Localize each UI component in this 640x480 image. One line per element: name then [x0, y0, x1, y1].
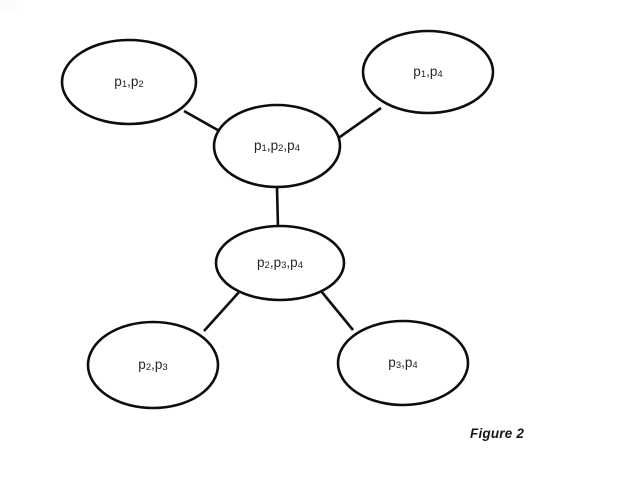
node-p2-p3-shape[interactable] [86, 320, 220, 410]
node-p2-p3-p4[interactable]: p2,p3,p4 [214, 224, 346, 302]
node-p1-p2-label: p1,p2 [114, 74, 143, 91]
corner-artifact [0, 0, 17, 13]
node-p1-p2[interactable]: p1,p2 [60, 38, 198, 126]
nodes-group: p1,p2 p1,p2,p4 p1,p4 p2,p3,p4 p2,p3 p3,p4 [60, 29, 495, 410]
node-p1-p4-label: p1,p4 [413, 64, 442, 81]
edge-p1p2p4-to-p2p3p4 [275, 186, 280, 229]
edges-group [183, 106, 382, 332]
node-p3-p4-shape[interactable] [336, 319, 470, 407]
node-p2-p3-p4-shape[interactable] [214, 224, 346, 302]
node-p2-p3-p4-label: p2,p3,p4 [257, 255, 303, 272]
node-p1-p2-p4-shape[interactable] [212, 103, 342, 189]
node-p2-p3[interactable]: p2,p3 [86, 320, 220, 410]
node-p1-p2-p4-label: p1,p2,p4 [254, 138, 300, 155]
node-p3-p4[interactable]: p3,p4 [336, 319, 470, 407]
edge-p1p2-to-p1p2p4 [183, 109, 224, 135]
figure-caption: Figure 2 [470, 426, 525, 441]
node-p1-p2-shape[interactable] [60, 38, 198, 126]
node-p2-p3-label: p2,p3 [138, 357, 167, 374]
edge-p2p3p4-to-p2p3 [203, 290, 241, 332]
node-p3-p4-label: p3,p4 [388, 355, 417, 372]
node-p1-p4-shape[interactable] [361, 29, 495, 115]
edge-p2p3p4-to-p3p4 [319, 290, 355, 331]
node-p1-p2-p4[interactable]: p1,p2,p4 [212, 103, 342, 189]
node-p1-p4[interactable]: p1,p4 [361, 29, 495, 115]
edge-p1p2p4-to-p1p4 [336, 106, 382, 141]
